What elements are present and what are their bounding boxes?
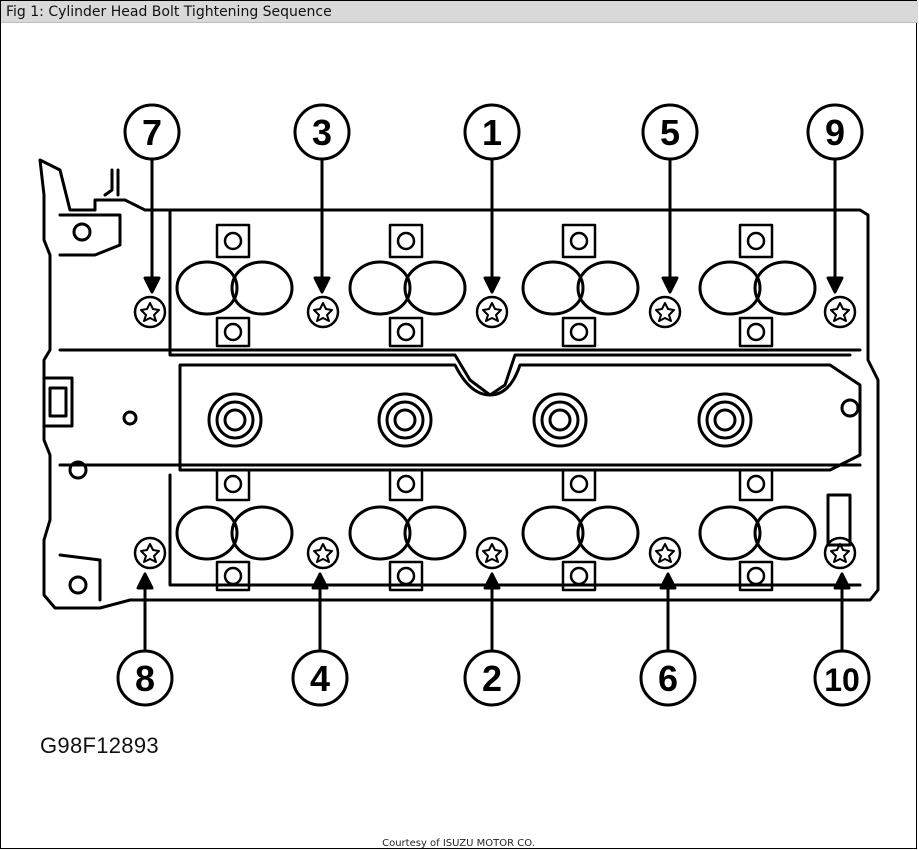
lower-deck-edge	[168, 473, 862, 587]
left-end-bracket-lower	[58, 553, 102, 602]
sensor-connector-inner	[48, 386, 68, 418]
head-bolt-3	[306, 295, 340, 329]
figure-code: G98F12893	[40, 733, 159, 758]
figure-credit: Courtesy of ISUZU MOTOR CO.	[382, 838, 535, 849]
callout-arrows	[136, 156, 851, 652]
sequence-label-top-4: 5	[660, 112, 680, 153]
head-bolt-7	[133, 295, 167, 329]
head-bolt-8	[133, 536, 167, 570]
upper-deck-edge	[168, 210, 852, 397]
sensor-connector	[42, 376, 74, 428]
sequence-label-top-5: 9	[825, 112, 845, 153]
callout-7	[123, 103, 181, 161]
head-bolt-6	[648, 536, 682, 570]
left-dowel-mid	[68, 460, 88, 480]
sequence-label-top-2: 3	[312, 112, 332, 153]
sequence-label-top-1: 7	[142, 112, 162, 153]
head-bolt-1	[475, 295, 509, 329]
callout-1	[463, 103, 521, 161]
center-gallery-outline	[178, 363, 862, 472]
callout-10	[813, 649, 871, 707]
sequence-label-bottom-5: 10	[824, 662, 860, 698]
bottom-ports	[175, 505, 817, 561]
left-dowel-top	[72, 222, 92, 242]
callout-3	[293, 103, 351, 161]
sequence-label-bottom-4: 6	[658, 658, 678, 699]
sequence-label-bottom-2: 4	[310, 658, 330, 699]
sequence-label-bottom-3: 2	[482, 658, 502, 699]
callout-2	[463, 649, 521, 707]
callout-4	[291, 649, 349, 707]
head-bolt-10	[823, 536, 857, 570]
spark-plug-bosses	[207, 392, 753, 448]
figure-title: Fig 1: Cylinder Head Bolt Tightening Seq…	[1, 1, 918, 23]
right-dowel	[840, 398, 860, 418]
left-end-bracket	[58, 213, 122, 257]
sequence-label-bottom-1: 8	[135, 658, 155, 699]
valve-blocks	[215, 223, 774, 592]
head-bolt-2	[475, 536, 509, 570]
left-dowel-bottom	[68, 575, 88, 595]
callout-6	[639, 649, 697, 707]
head-bolt-9	[823, 295, 857, 329]
left-dowel-center	[122, 410, 138, 426]
head-bolt-5	[648, 295, 682, 329]
cylinder-head-outline	[38, 158, 880, 610]
head-bolt-4	[306, 536, 340, 570]
sensor-lead	[103, 168, 120, 197]
sequence-label-top-3: 1	[482, 112, 502, 153]
callout-8	[116, 649, 174, 707]
callout-9	[806, 103, 864, 161]
callout-5	[641, 103, 699, 161]
top-ports	[175, 260, 817, 316]
bolt-stars	[140, 302, 850, 563]
